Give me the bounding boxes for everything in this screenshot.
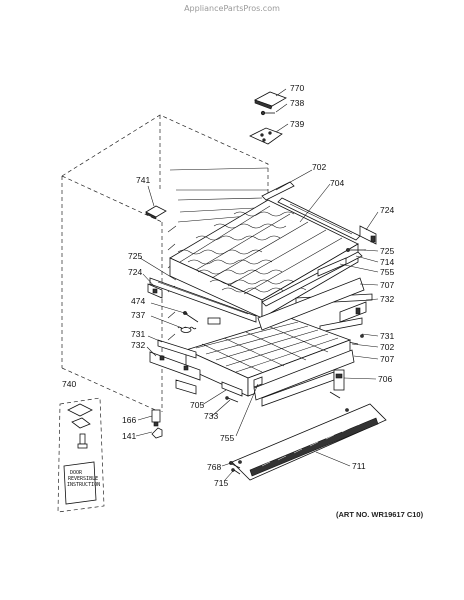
callout-768: 768 — [207, 462, 221, 472]
left-guide-731 — [157, 339, 197, 359]
callout-724-left: 724 — [128, 267, 142, 277]
slide-rail-702-upper — [261, 181, 361, 241]
callout-731-left: 731 — [131, 329, 145, 339]
badge-755-upper — [317, 257, 347, 277]
callout-741: 741 — [136, 175, 150, 185]
instruction-line-1: DOOR — [70, 470, 83, 476]
callout-770: 770 — [290, 83, 304, 93]
callout-711: 711 — [352, 461, 366, 471]
callout-733: 733 — [204, 411, 218, 421]
leg-166 — [151, 409, 161, 427]
callout-707-upper: 707 — [380, 280, 394, 290]
callout-707-lower: 707 — [380, 354, 394, 364]
callout-704: 704 — [330, 178, 344, 188]
callout-706: 706 — [378, 374, 392, 384]
callout-166: 166 — [122, 415, 136, 425]
plug-741 — [145, 205, 167, 220]
callout-702-lower: 702 — [380, 342, 394, 352]
badge-755-lower — [253, 376, 263, 388]
spring-737 — [177, 326, 197, 333]
kickplate-711 — [231, 403, 387, 481]
lower-front-panel-707 — [253, 349, 355, 407]
left-clip-724 — [147, 283, 163, 299]
side-rails-left — [167, 167, 269, 341]
screw-738 — [260, 110, 275, 116]
callout-739: 739 — [290, 119, 304, 129]
callout-755-upper: 755 — [380, 267, 394, 277]
glide-725-right — [346, 248, 366, 252]
rail-clip-724-upper — [359, 225, 377, 245]
hinge-739 — [249, 127, 283, 145]
bracket-706 — [329, 369, 345, 399]
callout-141: 141 — [122, 431, 136, 441]
instruction-card-text: DOOR REVERSIBLE INSTRUCTION — [67, 470, 100, 488]
callout-732-right: 732 — [380, 294, 394, 304]
callout-732-left: 732 — [131, 340, 145, 350]
door-reversal-kit-740 — [57, 397, 105, 513]
callout-737: 737 — [131, 310, 145, 320]
leader-lines — [135, 88, 379, 481]
callout-705: 705 — [190, 400, 204, 410]
art-number: (ART NO. WR19617 C10) — [336, 510, 424, 519]
callout-715: 715 — [214, 478, 228, 488]
callout-731-right: 731 — [380, 331, 394, 341]
instruction-line-2: REVERSIBLE — [68, 476, 98, 482]
callout-740: 740 — [62, 379, 76, 389]
instruction-line-3: INSTRUCTION — [67, 482, 100, 488]
callout-724-upper: 724 — [380, 205, 394, 215]
callout-725-left: 725 — [128, 251, 142, 261]
cabinet-outline — [61, 114, 269, 413]
callout-755-lower: 755 — [220, 433, 234, 443]
foot-141 — [151, 427, 163, 439]
screw-733 — [225, 396, 239, 403]
left-guide-732 — [149, 351, 201, 395]
callout-738: 738 — [290, 98, 304, 108]
callout-725-right: 725 — [380, 246, 394, 256]
callout-474: 474 — [131, 296, 145, 306]
screw-474 — [183, 311, 221, 325]
clip-705 — [221, 381, 243, 397]
screw-768 — [229, 461, 241, 469]
callout-714: 714 — [380, 257, 394, 267]
upper-front-panel-707 — [257, 277, 365, 331]
callout-labels: 770 738 739 741 702 704 724 725 714 755 … — [62, 83, 394, 488]
hinge-cover-770 — [254, 91, 287, 110]
callout-702-upper: 702 — [312, 162, 326, 172]
site-watermark: AppliancePartsPros.com — [184, 4, 280, 13]
